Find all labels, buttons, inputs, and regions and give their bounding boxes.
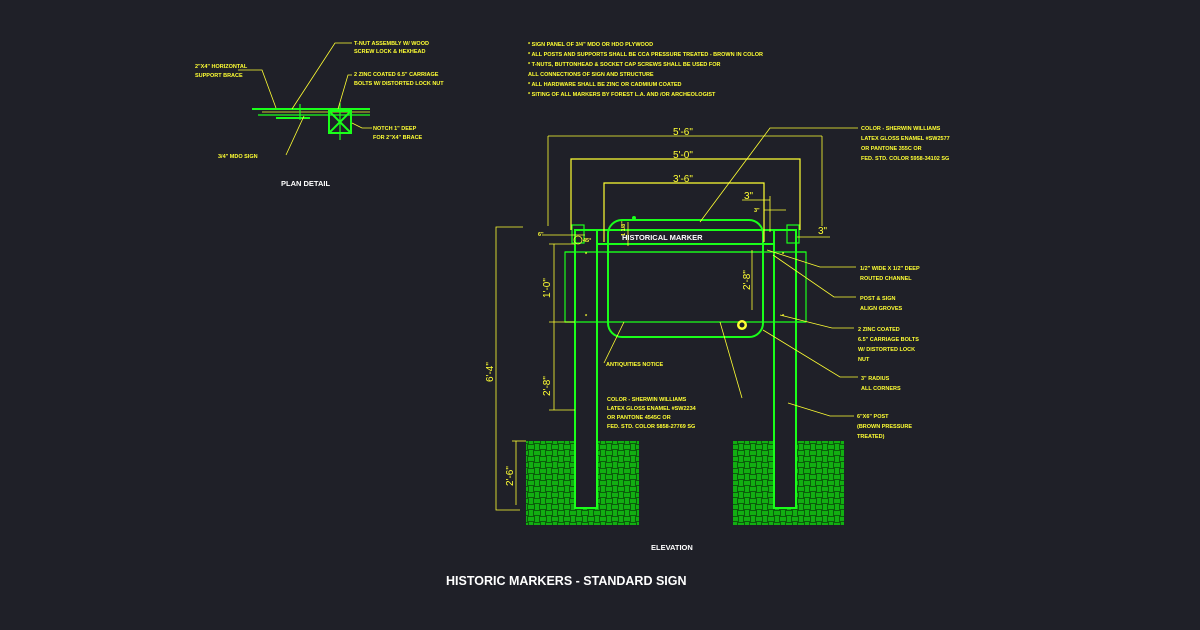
note-antiquities: ANTIQUITIES NOTICE [606, 362, 663, 368]
note-color-top-2: LATEX GLOSS ENAMEL #SW2577 [861, 136, 950, 142]
post-right [773, 229, 797, 509]
dim-3in-a: 3" [744, 191, 754, 202]
note-align-1: POST & SIGN [860, 296, 895, 302]
note-color-low-1: COLOR - SHERWIN WILLIAMS [607, 397, 687, 403]
dim-2-6: 2'-6" [505, 466, 516, 486]
note-color-low-4: FED. STD. COLOR 5858-27769 SG [607, 424, 695, 430]
plan-note-notch-2: FOR 2"X4" BRACE [373, 135, 423, 141]
plan-note-notch-1: NOTCH 1" DEEP [373, 126, 417, 132]
dim-45deg: 45° [583, 238, 591, 244]
note-post-1: 6"X6" POST [857, 414, 889, 420]
general-note: * ALL HARDWARE SHALL BE ZINC OR CADMIUM … [528, 82, 682, 88]
plan-note-mdo: 3/4" MDO SIGN [218, 154, 258, 160]
note-radius-1: 3" RADIUS [861, 376, 890, 382]
note-zinc-3: W/ DISTORTED LOCK [858, 347, 915, 353]
note-color-top-1: COLOR - SHERWIN WILLIAMS [861, 126, 941, 132]
dim-width-sign: 3'-6" [673, 174, 693, 185]
note-color-low-3: OR PANTONE 4545C OR [607, 415, 671, 421]
plan-note-tnut-2: SCREW LOCK & HEXHEAD [354, 49, 426, 55]
svg-text:*: * [585, 252, 588, 258]
plan-note-bolts-2: BOLTS W/ DISTORTED LOCK NUT [354, 81, 444, 87]
dim-1-0: 1'-0" [542, 278, 553, 298]
drawing-title: HISTORIC MARKERS - STANDARD SIGN [446, 574, 687, 588]
post-left [574, 229, 598, 509]
dim-6in: 6" [538, 232, 544, 238]
dim-width-posts: 5'-0" [673, 150, 693, 161]
elevation-linework: * * * * [495, 127, 858, 525]
dim-1-1-8: 1 1/8" [621, 221, 627, 236]
plan-note-brace-2: SUPPORT BRACE [195, 73, 243, 79]
dim-2-8-sign: 2'-8" [742, 270, 753, 290]
plan-note-tnut-1: T-NUT ASSEMBLY W/ WOOD [354, 41, 429, 47]
note-post-2: (BROWN PRESSURE [857, 424, 912, 430]
note-channel-1: 1/2" WIDE X 1/2" DEEP [860, 266, 920, 272]
note-color-top-3: OR PANTONE 355C OR [861, 146, 922, 152]
general-note: * ALL POSTS AND SUPPORTS SHALL BE CCA PR… [528, 52, 763, 58]
general-note: ALL CONNECTIONS OF SIGN AND STRUCTURE [528, 72, 654, 78]
note-zinc-1: 2 ZINC COATED [858, 327, 900, 333]
dim-6-4: 6'-4" [485, 362, 496, 382]
plan-caption: PLAN DETAIL [281, 179, 330, 188]
plan-note-brace-1: 2"X4" HORIZONTAL [195, 64, 248, 70]
general-notes: * SIGN PANEL OF 3/4" MDO OR HDO PLYWOOD … [528, 42, 763, 98]
dim-3in-c: 3" [818, 226, 828, 237]
note-zinc-4: NUT [858, 357, 870, 363]
dim-2-8: 2'-8" [542, 376, 553, 396]
plan-detail [238, 42, 372, 156]
elevation-caption: ELEVATION [651, 543, 693, 552]
svg-text:*: * [585, 314, 588, 320]
general-note: * SIGN PANEL OF 3/4" MDO OR HDO PLYWOOD [528, 42, 653, 48]
plan-note-bolts-1: 2 ZINC COATED 6.5" CARRIAGE [354, 72, 439, 78]
dim-3in-b: 3" [754, 208, 760, 214]
note-align-2: ALIGN GROVES [860, 306, 903, 312]
note-post-3: TREATED) [857, 434, 885, 440]
note-zinc-2: 6.5" CARRIAGE BOLTS [858, 337, 919, 343]
note-color-top-4: FED. STD. COLOR 5958-34102 SG [861, 156, 949, 162]
note-channel-2: ROUTED CHANNEL [860, 276, 912, 282]
sign-panel [607, 219, 764, 338]
note-color-low-2: LATEX GLOSS ENAMEL #SW2234 [607, 406, 697, 412]
general-note: * SITING OF ALL MARKERS BY FOREST L.A. A… [528, 92, 716, 98]
sign-title: HISTORICAL MARKER [622, 233, 703, 242]
dim-width-overall: 5'-6" [673, 127, 693, 138]
general-note: * T-NUTS, BUTTONHEAD & SOCKET CAP SCREWS… [528, 62, 721, 68]
note-radius-2: ALL CORNERS [861, 386, 901, 392]
svg-text:*: * [782, 314, 785, 320]
